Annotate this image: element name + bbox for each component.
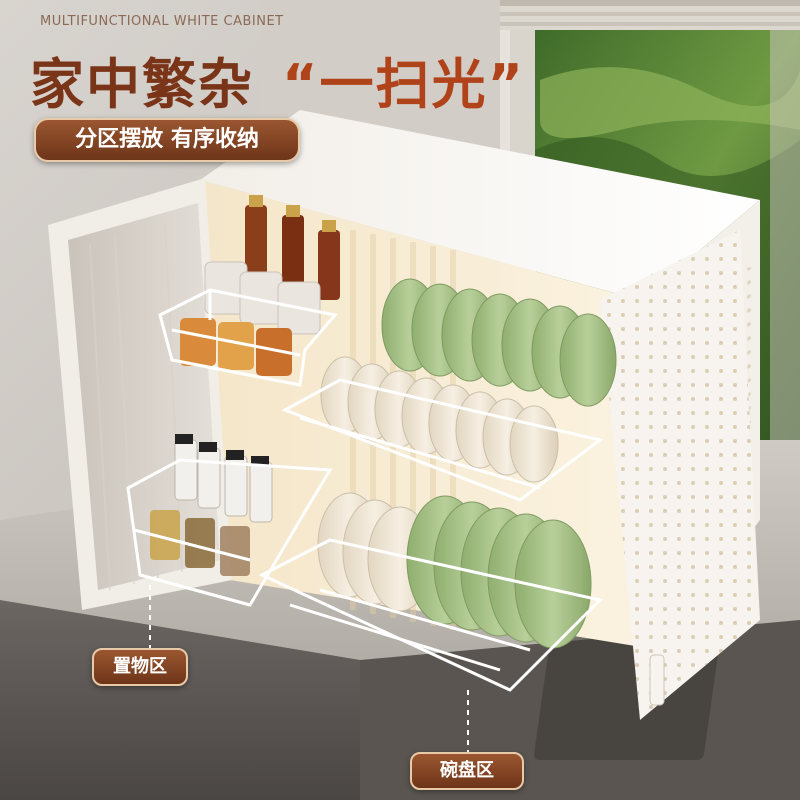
green-bowls [381,278,617,407]
headline: 家中繁杂 “一扫光” [30,40,525,119]
bowl-zone-label: 碗盘区 [410,752,524,790]
cabinet-subtitle: MULTIFUNCTIONAL WHITE CABINET [40,14,284,29]
slogan-badge: 分区摆放 有序收纳 [34,118,300,162]
spice-rack-upper [158,288,338,387]
green-plates [406,495,592,649]
headline-main: 家中繁杂 [30,53,254,116]
bowl-rack-middle [281,378,604,502]
headline-quote: “一扫光” [282,53,525,116]
plate-rack-bottom [258,538,603,692]
spice-bottles-upper [180,195,340,376]
spice-basket-lower [126,458,333,607]
storage-zone-label: 置物区 [92,648,188,686]
lower-cabinet [0,600,360,800]
spice-bottles-lower [150,434,273,576]
